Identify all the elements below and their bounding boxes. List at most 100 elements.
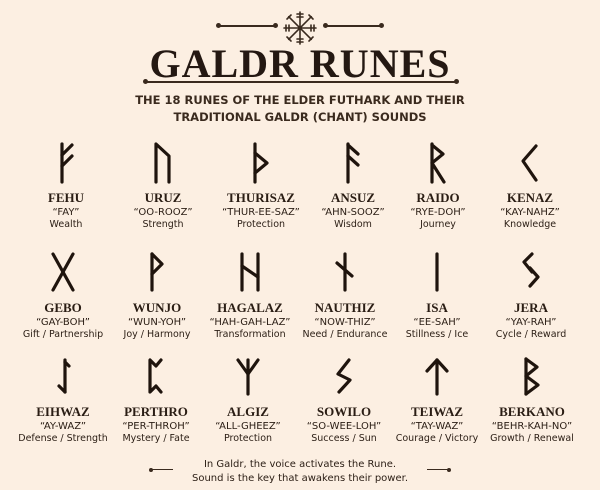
rune-sound: “AHN-SOOZ” [321,207,385,218]
perthro-rune-icon [148,358,163,394]
rune-name: ALGIZ [227,404,269,419]
rune-meaning: Growth / Renewal [490,433,574,444]
teiwaz-rune-icon [425,358,449,396]
fehu-rune-icon [60,142,74,184]
rune-sound: “WUN-YOH” [127,317,187,328]
rune-meaning: Stillness / Ice [405,329,469,340]
footer-line-1: In Galdr, the voice activates the Rune. [203,459,397,470]
rune-card-raido: RAIDO “RYE-DOH” Journey [388,140,488,230]
rune-meaning: Knowledge [503,219,557,230]
rune-card-perthro: PERTHRO “PER-THROH” Mystery / Fate [106,354,206,444]
rune-card-sowilo: SOWILO “SO-WEE-LOH” Success / Sun [294,354,394,444]
sowilo-rune-icon [336,358,352,394]
ansuz-rune-icon [346,142,360,184]
rune-card-gebo: GEBO “GAY-BOH” Gift / Partnership [13,250,113,340]
isa-rune-icon [435,252,439,292]
rune-meaning: Courage / Victory [395,433,479,444]
wunjo-rune-icon [150,252,164,292]
rune-name: EIHWAZ [36,404,90,419]
rune-meaning: Gift / Partnership [22,329,104,340]
rune-sound: “AY-WAZ” [39,421,87,432]
ornament-dot [379,23,384,28]
footer-ornament-line-left [151,469,173,470]
rune-name: GEBO [44,300,82,315]
footer-ornament-dot-right [447,467,451,472]
eihwaz-rune-icon [57,358,71,394]
rune-meaning: Wisdom [334,219,372,230]
rune-sound: “THUR-EE-SAZ” [222,207,300,218]
rune-meaning: Cycle / Reward [495,329,567,340]
rune-name: TEIWAZ [410,404,464,419]
ornament-line-left [218,25,275,27]
subtitle-line-1: THE 18 RUNES OF THE ELDER FUTHARK AND TH… [135,93,465,107]
rune-sound: “EE-SAH” [413,317,461,328]
rune-name: ANSUZ [330,190,376,205]
algiz-rune-icon [236,358,260,396]
rune-card-fehu: FEHU “FAY” Wealth [16,140,116,230]
rune-meaning: Need / Endurance [302,329,388,340]
rune-sound: “YAY-RAH” [505,317,557,328]
rune-meaning: Defense / Strength [18,433,108,444]
rune-meaning: Protection [223,433,273,444]
header-ornament [0,8,600,45]
rune-card-isa: ISA “EE-SAH” Stillness / Ice [387,250,487,340]
rune-sound: “OO-ROOZ” [133,207,193,218]
rune-sound: “KAY-NAHZ” [500,207,560,218]
title-divider [145,81,457,83]
rune-card-jera: JERA “YAY-RAH” Cycle / Reward [481,250,581,340]
rune-name: BERKANO [499,404,565,419]
uruz-rune-icon [154,142,171,184]
rune-name: ISA [426,300,448,315]
thurisaz-rune-icon [253,142,269,184]
rune-card-kenaz: KENAZ “KAY-NAHZ” Knowledge [480,140,580,230]
berkano-rune-icon [524,357,540,396]
rune-sound: “SO-WEE-LOH” [306,421,382,432]
rune-name: URUZ [144,190,182,205]
rune-sound: “FAY” [52,207,80,218]
rune-meaning: Strength [142,219,184,230]
rune-card-wunjo: WUNJO “WUN-YOH” Joy / Harmony [107,250,207,340]
rune-card-eihwaz: EIHWAZ “AY-WAZ” Defense / Strength [13,354,113,444]
rune-name: THURISAZ [227,190,295,205]
rune-name: KENAZ [506,190,554,205]
footer-ornament-line-right [427,469,449,470]
ornament-line-right [324,25,381,27]
rune-name: FEHU [47,190,85,205]
rune-card-algiz: ALGIZ “ALL-GHEEZ” Protection [198,354,298,444]
rune-sound: “BEHR-KAH-NO” [491,421,573,432]
hagalaz-rune-icon [240,252,260,292]
subtitle-line-2: TRADITIONAL GALDR (CHANT) SOUNDS [173,110,427,124]
rune-name: PERTHRO [124,404,188,419]
vegvisir-compass-icon [283,11,317,45]
rune-sound: “TAY-WAZ” [410,421,464,432]
footer-line-2: Sound is the key that awakens their powe… [192,473,408,484]
rune-sound: “HAH-GAH-LAZ” [209,317,291,328]
rune-card-thurisaz: THURISAZ “THUR-EE-SAZ” Protection [211,140,311,230]
rune-sound: “NOW-THIZ” [314,317,376,328]
nauthiz-rune-icon [335,252,354,292]
kenaz-rune-icon [521,144,538,182]
rune-meaning: Mystery / Fate [122,433,190,444]
rune-name: WUNJO [132,300,182,315]
rune-name: SOWILO [316,404,372,419]
rune-meaning: Wealth [49,219,83,230]
rune-sound: “ALL-GHEEZ” [215,421,281,432]
rune-card-nauthiz: NAUTHIZ “NOW-THIZ” Need / Endurance [295,250,395,340]
rune-card-hagalaz: HAGALAZ “HAH-GAH-LAZ” Transformation [200,250,300,340]
rune-meaning: Success / Sun [311,433,377,444]
jera-rune-icon [522,252,540,288]
rune-meaning: Protection [236,219,286,230]
gebo-rune-icon [51,252,75,292]
rune-sound: “RYE-DOH” [410,207,466,218]
page-title: GALDR RUNES [149,41,451,86]
rule-dot-right [454,79,459,84]
rune-card-uruz: URUZ “OO-ROOZ” Strength [113,140,213,230]
rune-name: NAUTHIZ [314,300,376,315]
rune-card-teiwaz: TEIWAZ “TAY-WAZ” Courage / Victory [387,354,487,444]
rune-name: HAGALAZ [217,300,283,315]
footer-quote: In Galdr, the voice activates the Rune. … [0,458,600,486]
rune-sound: “GAY-BOH” [36,317,90,328]
rune-card-berkano: BERKANO “BEHR-KAH-NO” Growth / Renewal [482,354,582,444]
rune-meaning: Transformation [214,329,286,340]
rune-name: RAIDO [416,190,460,205]
